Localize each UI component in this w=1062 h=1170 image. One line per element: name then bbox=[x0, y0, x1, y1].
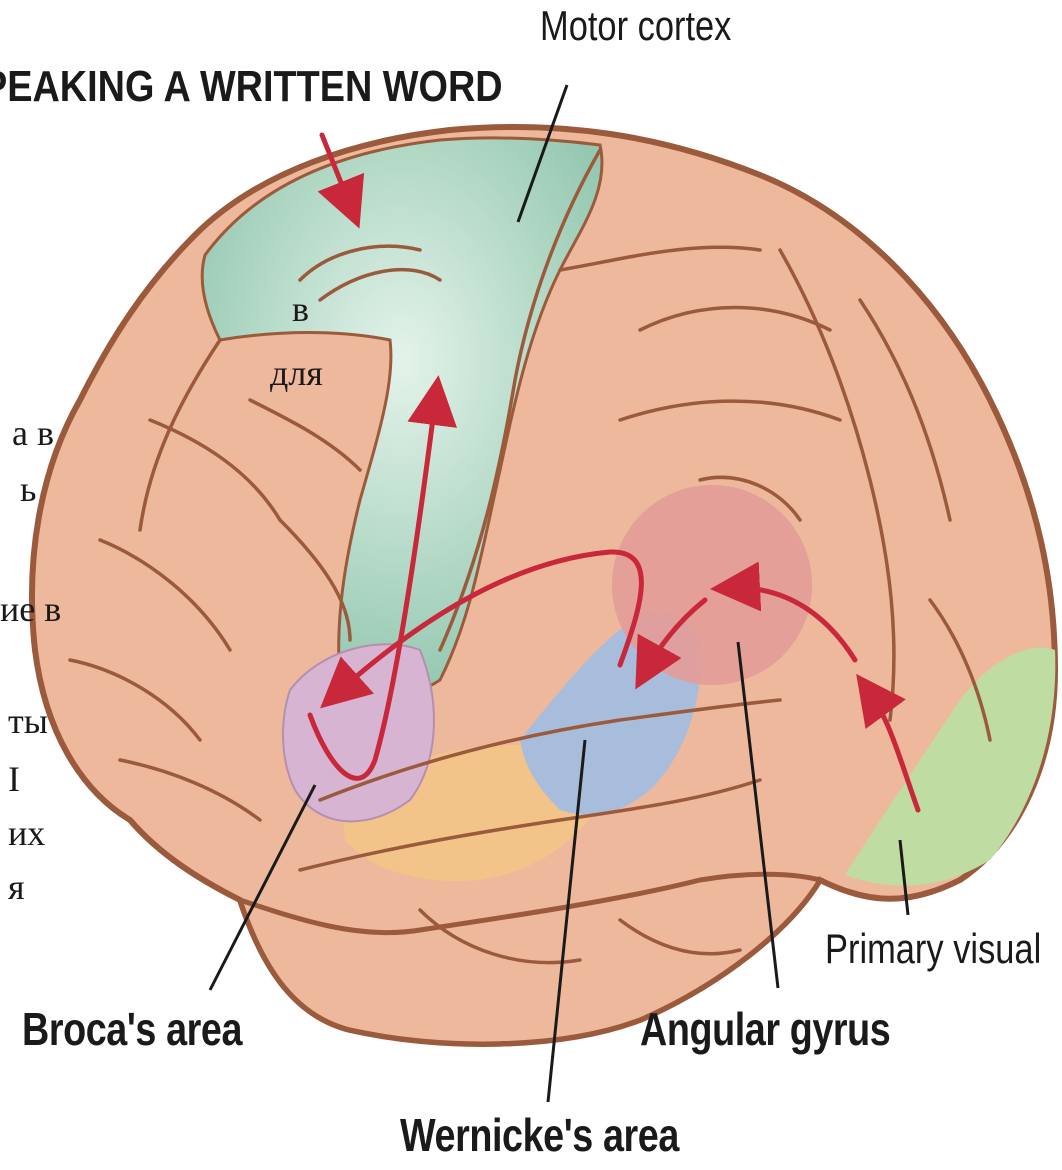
side-text-fragment: а в bbox=[12, 412, 54, 454]
side-text-fragment: I bbox=[8, 758, 20, 800]
figure-title: PEAKING A WRITTEN WORD bbox=[0, 62, 503, 112]
brocas-area-label: Broca's area bbox=[22, 1002, 242, 1056]
angular-gyrus-label: Angular gyrus bbox=[640, 1002, 890, 1056]
side-text-fragment: в bbox=[292, 288, 309, 330]
side-text-fragment: ь bbox=[20, 468, 36, 510]
side-text-fragment: ты bbox=[8, 700, 48, 742]
side-text-fragment: я bbox=[8, 866, 25, 908]
side-text-fragment: для bbox=[270, 352, 323, 394]
side-text-fragment: ие в bbox=[0, 588, 61, 630]
motor-cortex-label: Motor cortex bbox=[540, 2, 731, 50]
primary-visual-label: Primary visual bbox=[825, 925, 1041, 973]
side-text-fragment: их bbox=[8, 812, 45, 854]
wernickes-area-label: Wernicke's area bbox=[400, 1108, 679, 1162]
